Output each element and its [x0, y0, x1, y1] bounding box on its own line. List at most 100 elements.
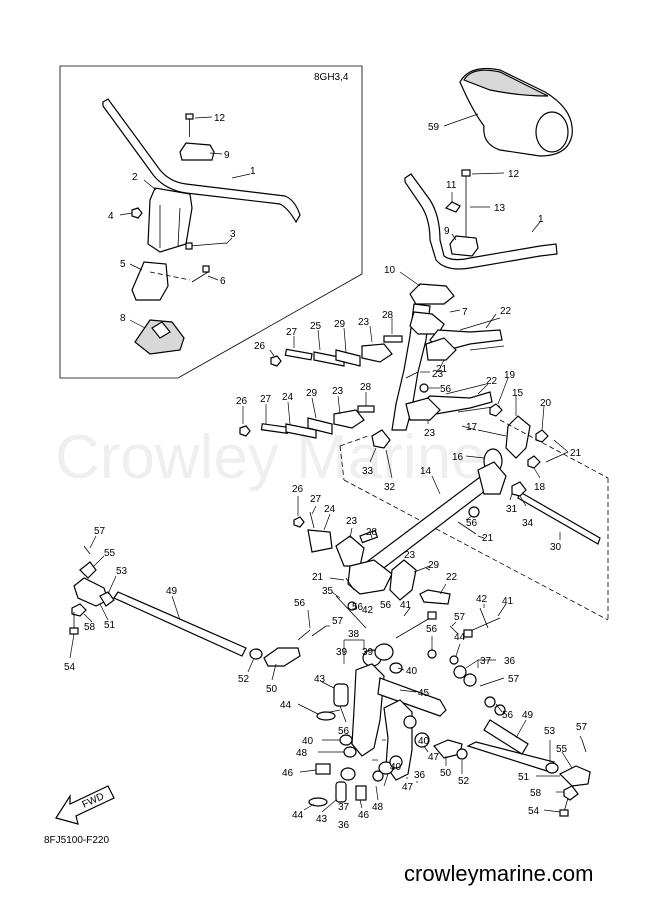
callout-42-right: 42: [476, 594, 488, 605]
callout-58-right: 58: [530, 788, 542, 799]
callout-56-lower: 56: [338, 726, 350, 737]
callout-1: 1: [538, 214, 544, 225]
callout-57-mid: 57: [332, 616, 344, 627]
callout-58-left: 58: [84, 622, 96, 633]
callout-39-right: 39: [362, 647, 374, 658]
callout-43-upper: 43: [314, 674, 326, 685]
callout-43-lower: 43: [316, 814, 328, 825]
callout-36-top: 36: [504, 656, 516, 667]
callout-36-lower: 36: [414, 770, 426, 781]
callout-44-upper: 44: [280, 700, 292, 711]
watermark: Crowley Marine: [55, 423, 486, 492]
callout-18: 18: [534, 482, 546, 493]
inset-handlebar: [102, 98, 301, 224]
callout-47-lower: 47: [402, 782, 414, 793]
callout-23-shaft: 23: [346, 516, 358, 527]
column-cap-10: [409, 283, 455, 305]
callout-55-right: 55: [556, 744, 568, 755]
callout-40-lower: 40: [390, 762, 402, 773]
callout-22-upper: 22: [500, 306, 512, 317]
ball-joint-50-left: [263, 647, 301, 667]
inset-holder-9: [179, 142, 215, 161]
callout-21-right: 21: [570, 448, 582, 459]
callout-i9: 9: [224, 150, 230, 161]
inset-nut-4: [131, 207, 143, 219]
callout-16: 16: [452, 452, 464, 463]
callout-i5: 5: [120, 259, 126, 270]
bolt-46-upper: [315, 763, 331, 775]
callout-37-top: 37: [480, 656, 492, 667]
callout-38: 38: [348, 629, 360, 640]
callout-26-lower: 26: [236, 396, 248, 407]
callout-51-left: 51: [104, 620, 116, 631]
bracket-15: [505, 415, 531, 459]
callout-i2: 2: [132, 172, 138, 183]
callout-24-upper: 24: [282, 392, 294, 403]
callout-44-lower: 44: [292, 810, 304, 821]
callout-33: 33: [362, 466, 374, 477]
callout-57-far: 57: [508, 674, 520, 685]
callout-23-lower: 23: [332, 386, 344, 397]
callout-28-lower: 28: [360, 382, 372, 393]
lower-arm-block: [347, 559, 393, 595]
callout-59: 59: [428, 122, 440, 133]
callout-49-right: 49: [522, 710, 534, 721]
callout-55-left: 55: [104, 548, 116, 559]
callout-22-lower: 22: [486, 376, 498, 387]
callout-56-mid: 56: [294, 598, 306, 609]
callout-56-block: 56: [352, 602, 364, 613]
footer-url: crowleymarine.com: [404, 861, 594, 886]
callout-i12: 12: [214, 113, 226, 124]
callout-15: 15: [512, 388, 524, 399]
callout-57-lowright: 57: [576, 722, 588, 733]
link-set-lower: [239, 405, 375, 439]
callout-12: 12: [508, 169, 520, 180]
callout-41-right: 41: [502, 596, 514, 607]
steering-arm-36-upper: [351, 663, 385, 757]
callout-44-right: 44: [454, 632, 466, 643]
callout-45: 45: [418, 688, 430, 699]
tie-bar-49-right: [466, 741, 555, 773]
callout-57-right: 57: [454, 612, 466, 623]
holder-9: [449, 235, 479, 257]
tie-bar-49-left: [113, 591, 247, 657]
inset-panel: 8GH3,4: [59, 65, 363, 379]
link-24: [307, 529, 333, 553]
callout-31: 31: [506, 504, 518, 515]
callout-28-upper: 28: [382, 310, 394, 321]
callout-48-upper: 48: [296, 748, 308, 759]
callout-56-far: 56: [502, 710, 514, 721]
link-set-upper: [270, 335, 403, 367]
callout-14: 14: [420, 466, 432, 477]
handlebar-1: [404, 173, 558, 270]
callout-50-right: 50: [440, 768, 452, 779]
callout-21-upper: 21: [436, 364, 448, 375]
inset-column-bracket-2: [147, 187, 193, 253]
callout-48-lower: 48: [372, 802, 384, 813]
callout-i3: 3: [230, 229, 236, 240]
callout-46-lower: 46: [358, 810, 370, 821]
callout-i4: 4: [108, 211, 114, 222]
callout-56-shaft: 56: [466, 518, 478, 529]
callout-57-left: 57: [94, 526, 106, 537]
callout-19: 19: [504, 370, 516, 381]
callout-35: 35: [322, 586, 334, 597]
callout-53-right: 53: [544, 726, 556, 737]
callout-20: 20: [540, 398, 552, 409]
callout-27-left: 27: [310, 494, 322, 505]
callout-22-block: 22: [446, 572, 458, 583]
callout-21-shaft: 21: [482, 533, 494, 544]
callout-26-upper: 26: [254, 341, 266, 352]
forward-arrow-icon: FWD: [55, 785, 115, 825]
inset-bolt-12-head: [185, 113, 194, 120]
callout-21-block: 21: [312, 572, 324, 583]
callout-24-left: 24: [324, 504, 336, 515]
callout-40-mid: 40: [406, 666, 418, 677]
callout-29-lower: 29: [306, 388, 318, 399]
callout-9: 9: [444, 226, 450, 237]
callout-41-block: 41: [400, 600, 412, 611]
callout-7: 7: [462, 307, 468, 318]
callout-40-right: 40: [418, 736, 430, 747]
callout-52-right: 52: [458, 776, 470, 787]
